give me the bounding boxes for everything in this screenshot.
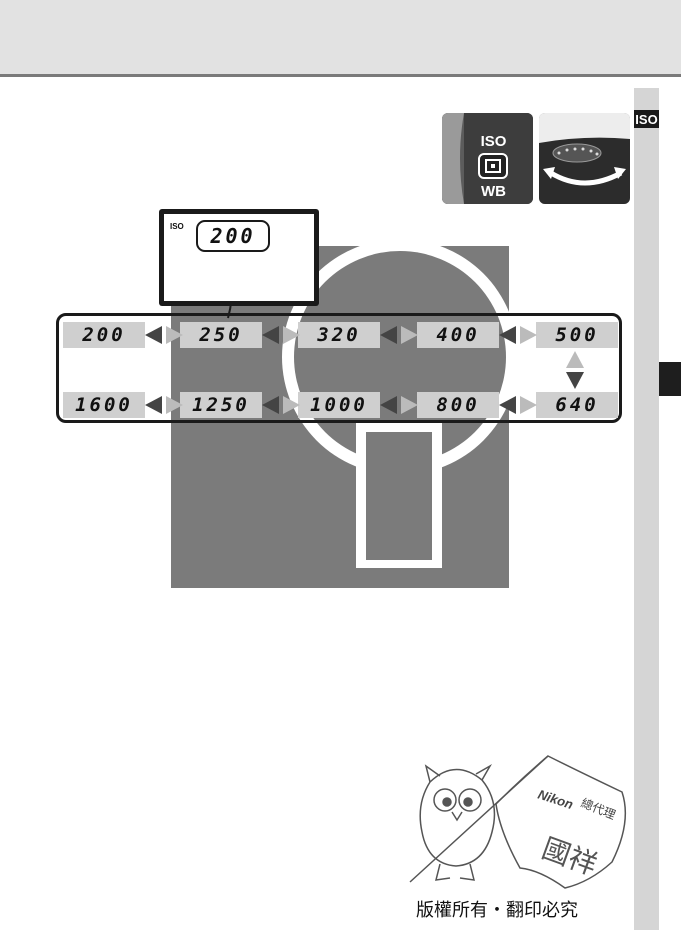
double-arrow-icon [498, 395, 538, 415]
iso-step-800: 800 [417, 392, 499, 418]
lcd-iso-label: ISO [170, 222, 184, 231]
iso-step-200: 200 [63, 322, 145, 348]
iso-step-1000: 1000 [298, 392, 380, 418]
credit-agent: 總代理 [579, 795, 618, 822]
iso-step-250: 250 [180, 322, 262, 348]
copyright-notice: 版權所有・翻印必究 [416, 896, 578, 922]
credit-brand: Nikon [536, 787, 575, 812]
iso-step-400: 400 [417, 322, 499, 348]
lcd-value-highlight: 200 [196, 220, 270, 252]
iso-step-1250: 1250 [180, 392, 262, 418]
double-arrow-icon [144, 395, 184, 415]
double-arrow-icon [498, 325, 538, 345]
double-arrow-icon [261, 395, 301, 415]
iso-step-320: 320 [298, 322, 380, 348]
iso-step-640: 640 [536, 392, 618, 418]
double-arrow-icon [144, 325, 184, 345]
iso-step-500: 500 [536, 322, 618, 348]
vertical-double-arrow-icon [565, 350, 585, 390]
double-arrow-icon [379, 325, 419, 345]
lcd-screen: ISO 200 [164, 214, 314, 301]
owl-mascot-flag-logo: Nikon 總代理 國祥 [400, 752, 640, 897]
double-arrow-icon [261, 325, 301, 345]
credit-stamp: 國祥 [538, 832, 602, 882]
lcd-iso-value: 200 [198, 222, 268, 250]
iso-step-1600: 1600 [63, 392, 145, 418]
double-arrow-icon [379, 395, 419, 415]
control-panel-lcd: ISO 200 [159, 209, 319, 306]
